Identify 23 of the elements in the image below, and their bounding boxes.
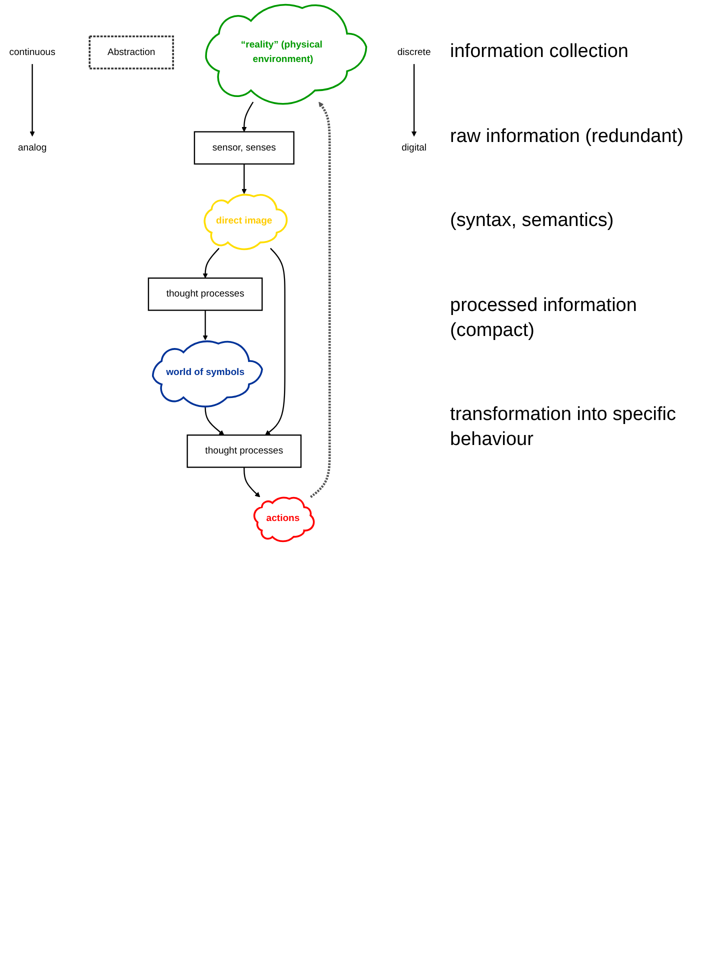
- node-box: sensor, senses: [194, 131, 294, 165]
- arrow: [310, 102, 331, 498]
- node-box: Abstraction: [88, 35, 174, 70]
- note-text: processed information (compact): [450, 294, 638, 343]
- node-text: digital: [402, 142, 427, 153]
- node-box: thought processes: [186, 434, 302, 468]
- arrow: [242, 164, 247, 194]
- node-box: thought processes: [148, 278, 263, 311]
- node-text: continuous: [9, 47, 56, 58]
- arrow: [265, 248, 286, 436]
- arrow: [242, 102, 254, 132]
- arrow: [411, 64, 417, 136]
- note-text: raw information (redundant): [450, 124, 684, 149]
- arrow: [204, 405, 224, 436]
- node-text: analog: [18, 142, 47, 153]
- note-text: information collection: [450, 40, 630, 64]
- arrow: [30, 64, 35, 136]
- arrow: [202, 310, 208, 340]
- arrow: [244, 467, 260, 498]
- note-text: (syntax, semantics): [450, 209, 615, 234]
- arrow: [202, 248, 220, 278]
- note-text: transformation into specific behaviour: [450, 403, 677, 452]
- node-text: discrete: [397, 47, 431, 58]
